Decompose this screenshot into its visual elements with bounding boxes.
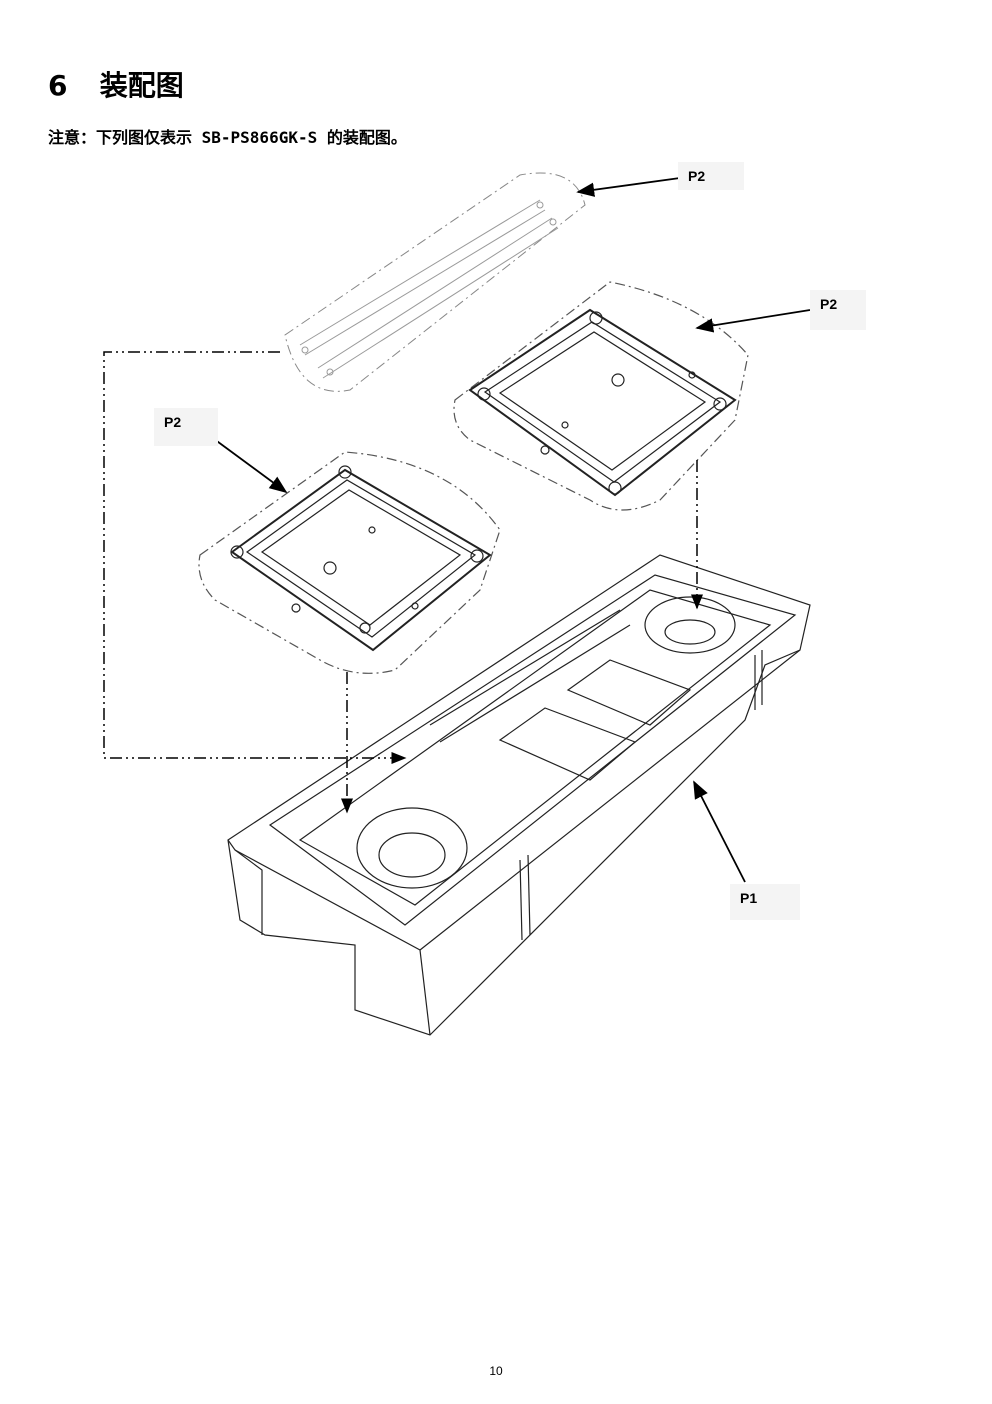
base-tray-part [227,554,811,1036]
callout-rails: P2 [678,162,744,190]
rails-part [284,172,586,392]
callout-plate-right: P2 [810,290,866,330]
section-title-text: 装配图 [99,69,184,102]
right-plate-part [453,281,749,511]
section-title: 6 装配图 [48,64,184,104]
assembly-diagram [103,172,811,1036]
page-number: 10 [489,1364,503,1378]
assembly-note: 注意：下列图仅表示 SB-PS866GK-S 的装配图。 [48,128,407,147]
leader-arrows [209,177,811,883]
callout-base: P1 [730,884,800,920]
callout-plate-left: P2 [154,408,218,446]
left-plate-part [198,451,501,674]
connection-lines [103,351,703,814]
section-number: 6 [48,69,68,102]
